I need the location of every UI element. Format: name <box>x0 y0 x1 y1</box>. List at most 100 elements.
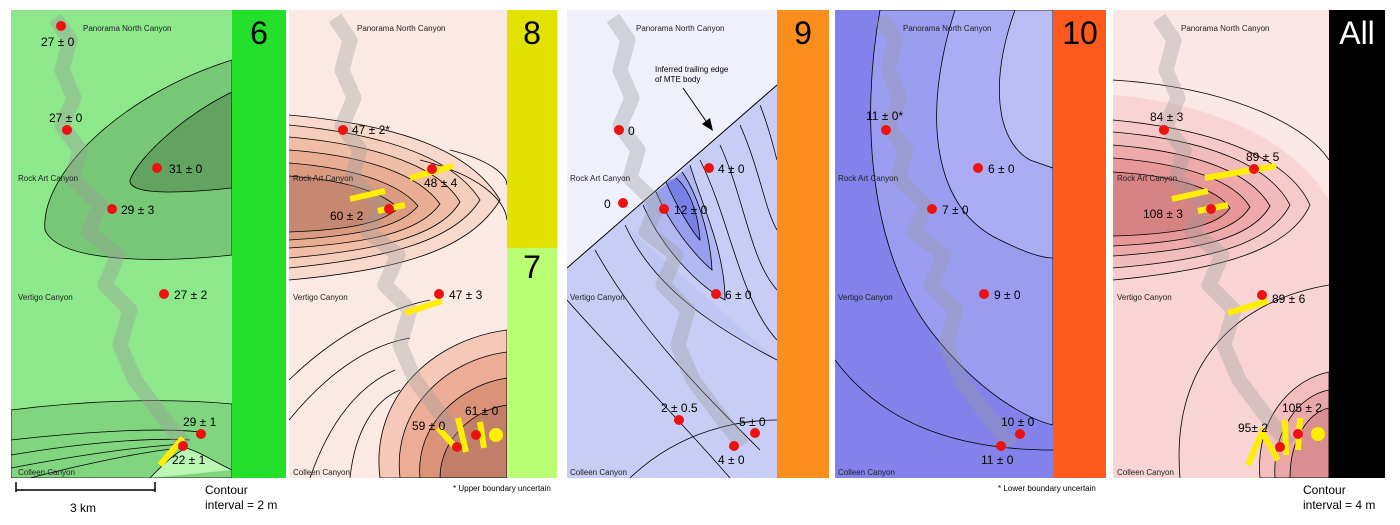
panel-8-site-value: 47 ± 2* <box>352 123 390 137</box>
panel-9-trailing-edge <box>567 84 778 269</box>
panel-10-canyon-vertigo-label: Vertigo Canyon <box>838 293 893 302</box>
panel-10-site-marker <box>996 441 1006 451</box>
panel-all-canyon <box>1152 13 1295 450</box>
panel-10: 10 Panorama North Canyon Rock Art Canyon… <box>835 10 1106 478</box>
panel-9-canyon-rock-art-label: Rock Art Canyon <box>570 174 630 183</box>
panel-9-site-marker <box>674 415 684 425</box>
panel-9-contour-5 <box>655 171 713 271</box>
panel-10-site-value: 11 ± 0* <box>866 109 903 123</box>
panel-8-contour-5 <box>289 162 419 241</box>
panel-9-contour-1 <box>567 299 731 478</box>
panel-9-site-value: 2 ± 0.5 <box>661 401 698 415</box>
panel-9-site-marker <box>614 125 624 135</box>
panel-9-site-value: 5 ± 0 <box>739 415 766 429</box>
panel-8-contour-bottom-4 <box>439 404 508 478</box>
panel-all-site-marker <box>1249 164 1259 174</box>
panel-8-contour-mid-2 <box>289 337 411 421</box>
panel-6-site-value: 27 ± 2 <box>174 288 208 302</box>
panel-9-site-value: 4 ± 0 <box>718 453 745 467</box>
panel-10-contour-4 <box>835 359 1054 451</box>
panel-9-strip-label: 9 <box>794 15 812 51</box>
panel-9-contour-3 <box>624 224 778 361</box>
panel-6-site-marker <box>196 429 206 439</box>
panel-6-site-marker <box>62 125 72 135</box>
panel-all-site-marker <box>1293 429 1303 439</box>
panel-6-contour-bottom-4 <box>11 443 186 469</box>
panel-8-contour-mid-1 <box>289 299 431 381</box>
mte-annotation-line-1: Inferred trailing edge <box>655 65 729 74</box>
panel-all-site-value: 89 ± 6 <box>1272 292 1306 306</box>
mte-annotation-line-2: of MTE body <box>655 75 700 84</box>
mte-arrowhead-icon <box>702 118 713 131</box>
panel-8-site-marker <box>471 430 481 440</box>
panel-all-site-marker <box>1275 442 1285 452</box>
panel-8-contour-8 <box>449 149 508 186</box>
panel-10-canyon <box>874 13 1017 450</box>
panel-8-site-value: 61 ± 0 <box>465 404 499 418</box>
panel-8-contour-4 <box>289 149 441 249</box>
panel-9-contour-2 <box>594 249 761 451</box>
panel-9-site-marker <box>618 198 628 208</box>
panel-9-canyon-colleen-label: Colleen Canyon <box>570 468 627 477</box>
panel-all-canyon-colleen-label: Colleen Canyon <box>1117 468 1174 477</box>
panel-10-site-marker <box>979 289 989 299</box>
panel-6-canyon-vertigo-label: Vertigo Canyon <box>18 293 73 302</box>
panel-8-canyon-north-label: Panorama North Canyon <box>357 24 446 33</box>
panel-8-contour-3 <box>289 136 461 259</box>
panel-10-contour-3 <box>998 10 1054 169</box>
panel-6-canyon-colleen-label: Colleen Canyon <box>18 468 75 477</box>
panel-8-canyon-vertigo-label: Vertigo Canyon <box>293 293 348 302</box>
panel-all-fault <box>1282 419 1289 456</box>
panel-7-strip <box>507 248 557 478</box>
panel-8-site-value: 48 ± 4 <box>424 176 458 190</box>
panel-10-strip <box>1053 10 1106 478</box>
mte-annotation-arrow <box>682 87 709 125</box>
panel-all-site-marker <box>1257 290 1267 300</box>
panel-6-site-marker <box>178 441 188 451</box>
panel-8-fault <box>477 421 487 449</box>
panel-8-contour-7 <box>419 159 508 221</box>
panel-9-contour-8 <box>719 144 778 291</box>
panel-9-contour-11 <box>629 419 778 478</box>
panel-6-site-value: 31 ± 0 <box>169 162 203 176</box>
panel-8-canyon-rock-art-label: Rock Art Canyon <box>293 174 353 183</box>
panel-9-canyon-north-label: Panorama North Canyon <box>636 24 725 33</box>
panel-all-canyon-vertigo-label: Vertigo Canyon <box>1117 293 1172 302</box>
panel-6-site-marker <box>159 289 169 299</box>
panel-all-strip <box>1329 10 1385 478</box>
panel-8-site-value: 60 ± 2 <box>330 209 364 223</box>
panel-8-fault-dot <box>489 428 503 442</box>
panel-8-contour-mid-4 <box>349 389 401 478</box>
panel-8-site-marker <box>338 125 348 135</box>
panel-6-canyon-north-label: Panorama North Canyon <box>83 24 172 33</box>
panel-6-site-value: 29 ± 1 <box>183 415 217 429</box>
panel-8-strip-label: 8 <box>523 15 541 51</box>
panel-8-site-marker <box>434 289 444 299</box>
panel-6-contour-28 <box>44 59 233 260</box>
panel-9-contour-7 <box>699 159 778 341</box>
panel-all-contour-5 <box>1113 171 1231 237</box>
scale-bar: 3 km <box>15 482 156 515</box>
panel-10-site-marker <box>881 125 891 135</box>
panel-6-canyon <box>48 13 191 450</box>
panel-10-canyon-north-label: Panorama North Canyon <box>903 24 992 33</box>
panel-8-contour-mid-3 <box>309 369 396 478</box>
panel-6-background <box>11 10 232 478</box>
panel-6-site-value: 27 ± 0 <box>41 35 75 49</box>
panel-6-site-value: 22 ± 1 <box>172 453 206 467</box>
panel-all-strip-label: All <box>1339 15 1375 51</box>
panel-8-canyon-colleen-label: Colleen Canyon <box>293 468 350 477</box>
panel-6: 6 Panorama North Canyon Rock Art Canyon … <box>11 10 286 478</box>
panel-10-canyon-colleen-label: Colleen Canyon <box>838 468 895 477</box>
panel-6-site-value: 27 ± 0 <box>49 111 83 125</box>
panel-all-canyon-north-label: Panorama North Canyon <box>1181 24 1270 33</box>
panel-9-site-value: 4 ± 0 <box>718 162 745 176</box>
panel-8-fault <box>455 417 469 453</box>
panel-8-canyon <box>328 13 471 450</box>
panel-all-site-value: 108 ± 3 <box>1143 207 1183 221</box>
panel-all-contour-bottom-4 <box>1289 407 1330 478</box>
panel-all-site-value: 105 ± 2 <box>1282 401 1322 415</box>
panel-9-contour-10 <box>759 104 778 161</box>
panel-6-strip <box>232 10 286 478</box>
